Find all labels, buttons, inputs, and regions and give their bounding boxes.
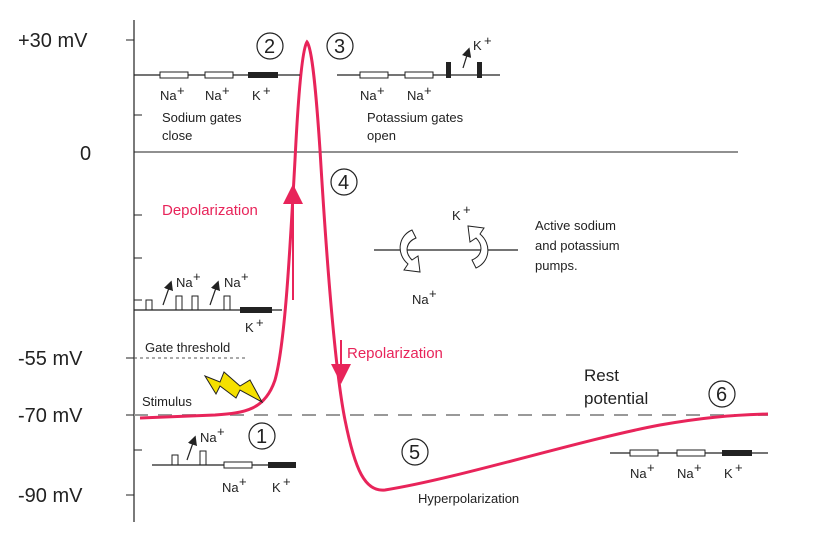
y-label-plus30: +30 mV	[18, 30, 88, 52]
svg-text:+: +	[647, 460, 655, 475]
y-label-minus70: -70 mV	[18, 405, 83, 427]
gate-diagram-potassium-open: K+ Na+ Na+ Potassium gates open	[337, 33, 500, 143]
potassium-pump-arrow-icon	[467, 225, 489, 269]
hyperpolarization-label: Hyperpolarization	[418, 491, 519, 506]
rest-label-line1: Rest	[584, 366, 619, 385]
svg-text:K: K	[452, 208, 461, 223]
svg-text:+: +	[694, 460, 702, 475]
svg-text:+: +	[283, 474, 291, 489]
y-label-zero: 0	[80, 143, 91, 165]
step-5: 5	[401, 438, 429, 466]
svg-text:K: K	[724, 466, 733, 481]
step-2: 2	[256, 32, 284, 60]
pump-label-line2: and potassium	[535, 238, 620, 253]
svg-text:+: +	[377, 83, 385, 98]
step-4: 4	[330, 168, 358, 196]
svg-text:5: 5	[409, 442, 420, 464]
step-6: 6	[708, 380, 736, 408]
svg-text:Na: Na	[176, 275, 193, 290]
svg-text:Na: Na	[205, 88, 222, 103]
y-label-minus55: -55 mV	[18, 348, 83, 370]
svg-text:K: K	[272, 480, 281, 495]
svg-text:K: K	[252, 88, 261, 103]
svg-text:+: +	[241, 269, 249, 284]
svg-text:6: 6	[716, 384, 727, 406]
svg-text:+: +	[463, 202, 471, 217]
svg-text:K: K	[245, 320, 254, 335]
svg-text:+: +	[263, 83, 271, 98]
svg-text:Na: Na	[677, 466, 694, 481]
gate-diagram-threshold: Na+ Na+ K+	[134, 269, 282, 335]
svg-text:+: +	[424, 83, 432, 98]
potassium-gates-open-line1: Potassium gates	[367, 110, 464, 125]
svg-text:2: 2	[264, 36, 275, 58]
svg-text:+: +	[484, 33, 492, 48]
svg-text:+: +	[429, 286, 437, 301]
svg-text:+: +	[193, 269, 201, 284]
stimulus-label: Stimulus	[142, 394, 192, 409]
sodium-gates-close-line1: Sodium gates	[162, 110, 242, 125]
pump-label-line1: Active sodium	[535, 218, 616, 233]
svg-text:Na: Na	[224, 275, 241, 290]
step-3: 3	[326, 32, 354, 60]
svg-text:+: +	[256, 315, 264, 330]
sodium-pump-arrow-icon	[399, 229, 421, 273]
svg-text:1: 1	[256, 426, 267, 448]
sodium-gates-close-line2: close	[162, 128, 192, 143]
svg-text:+: +	[239, 474, 247, 489]
svg-text:+: +	[177, 83, 185, 98]
lightning-icon	[203, 371, 264, 404]
svg-text:Na: Na	[200, 430, 217, 445]
svg-text:Na: Na	[412, 292, 429, 307]
svg-text:+: +	[222, 83, 230, 98]
gate-diagram-resting: Na+ Na+ K+	[152, 424, 296, 495]
svg-text:Na: Na	[630, 466, 647, 481]
gate-threshold-label: Gate threshold	[145, 340, 230, 355]
step-1: 1	[248, 422, 276, 450]
svg-text:4: 4	[338, 172, 349, 194]
svg-text:Na: Na	[407, 88, 424, 103]
svg-text:Na: Na	[160, 88, 177, 103]
pump-diagram: K+ Na+ Active sodium and potassium pumps…	[374, 202, 620, 307]
gate-diagram-sodium-close: Na+ Na+ K+ Sodium gates close	[134, 71, 300, 143]
repolarization-label: Repolarization	[347, 345, 443, 362]
svg-text:+: +	[735, 460, 743, 475]
depolarization-label: Depolarization	[162, 202, 258, 219]
action-potential-curve	[139, 39, 769, 492]
rest-label-line2: potential	[584, 389, 648, 408]
svg-text:+: +	[217, 424, 225, 439]
svg-text:Na: Na	[360, 88, 377, 103]
svg-text:Na: Na	[222, 480, 239, 495]
pump-label-line3: pumps.	[535, 258, 578, 273]
gate-diagram-restored: Na+ Na+ K+	[610, 449, 768, 481]
y-label-minus90: -90 mV	[18, 485, 83, 507]
svg-text:K: K	[473, 38, 482, 53]
potassium-gates-open-line2: open	[367, 128, 396, 143]
svg-text:3: 3	[334, 36, 345, 58]
